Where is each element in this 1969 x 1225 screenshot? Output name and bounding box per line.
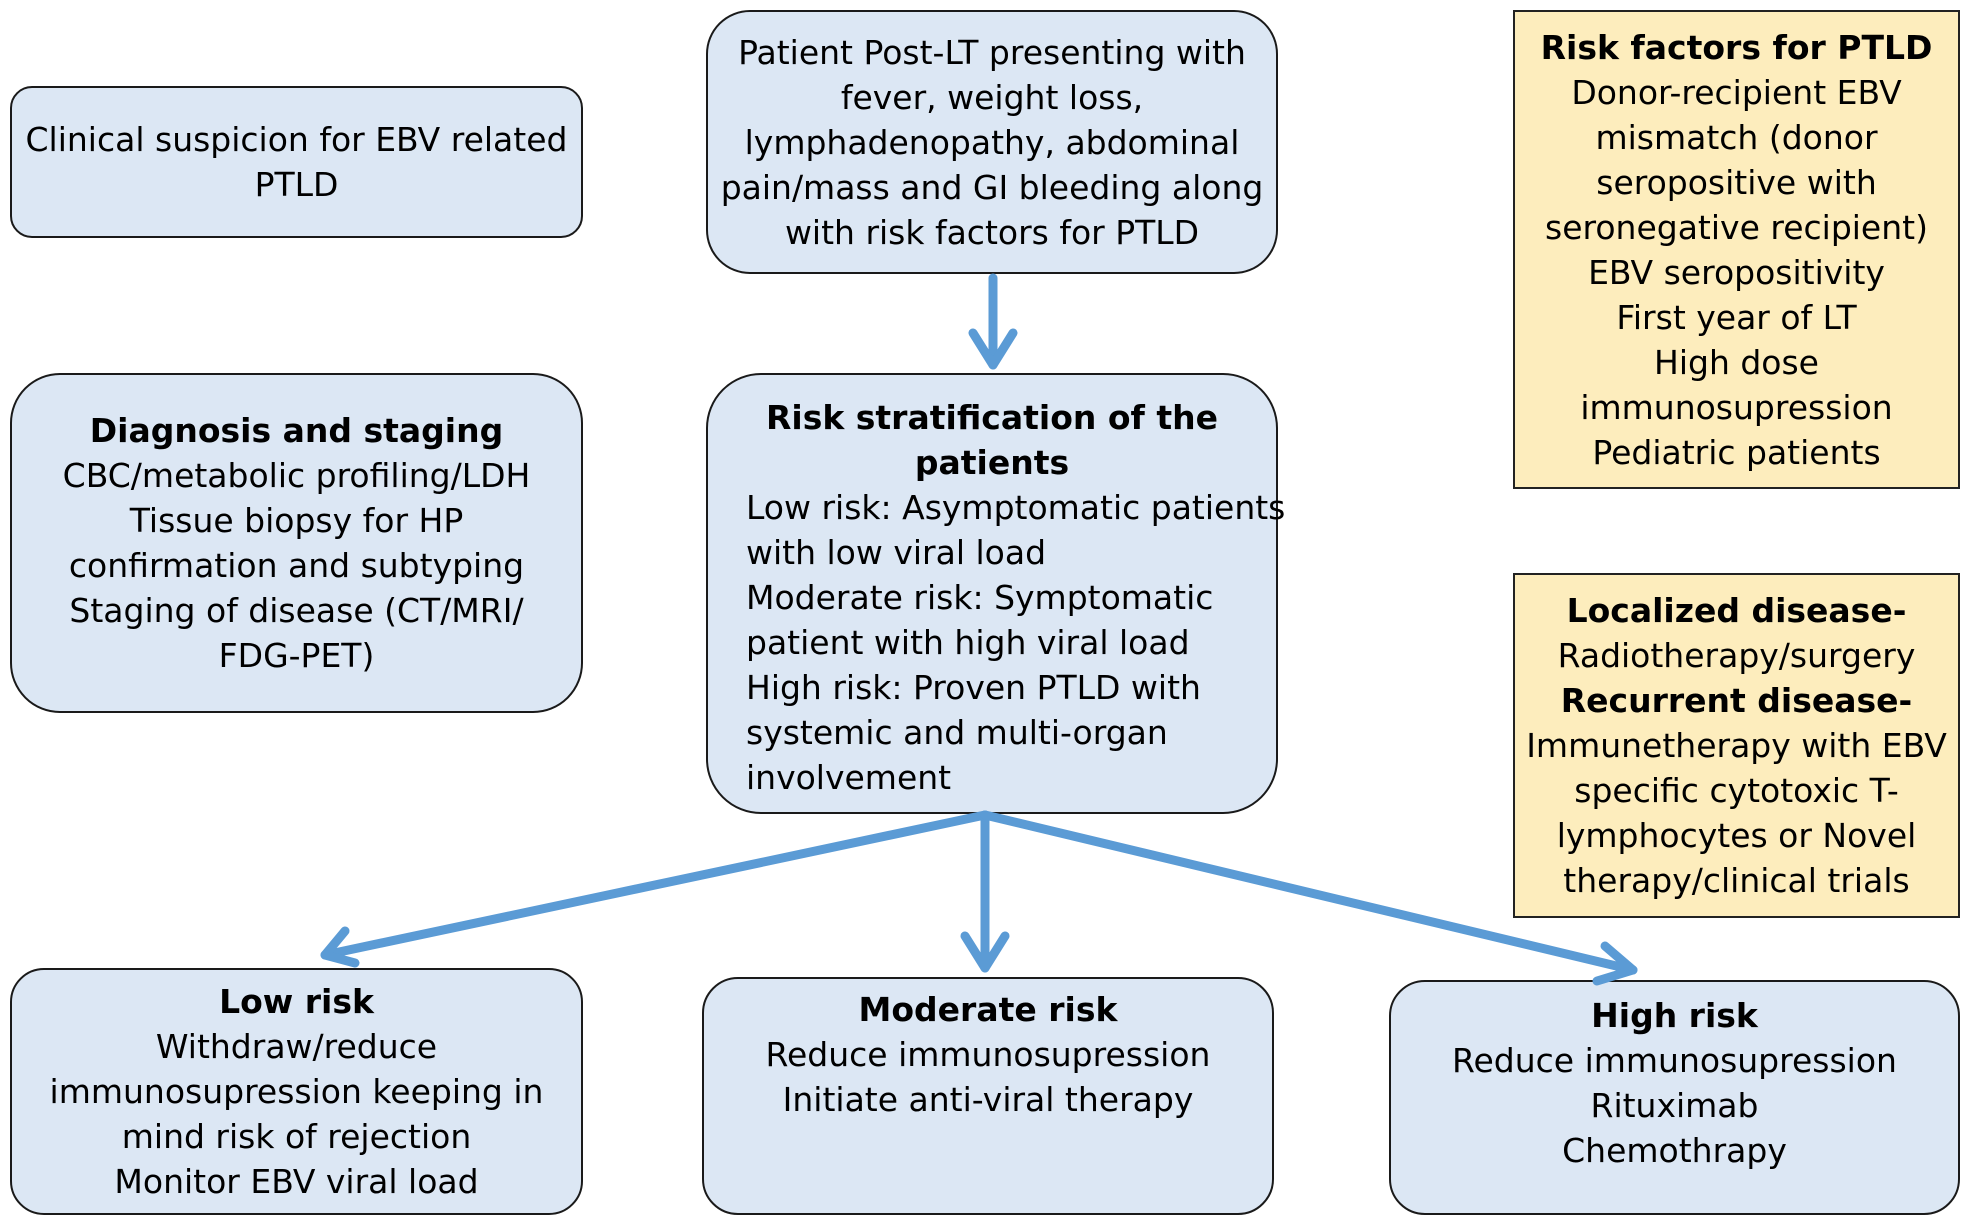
- moderate-risk-line-1: Reduce immunosupression: [765, 1035, 1211, 1074]
- risk-factor-line-8: immunosupression: [1580, 387, 1893, 427]
- diagnosis-line-4: Staging of disease (CT/MRI/: [69, 591, 524, 630]
- stratification-line-3: Moderate risk: Symptomatic: [746, 578, 1214, 617]
- risk-factor-line-3: seropositive with: [1596, 162, 1877, 202]
- high-risk-title: High risk: [1591, 996, 1758, 1035]
- high-risk-line-1: Reduce immunosupression: [1452, 1041, 1897, 1080]
- stratification-line-6: systemic and multi-organ: [746, 713, 1168, 752]
- diagnosis-staging-box: Diagnosis and staging CBC/metabolic prof…: [10, 373, 583, 713]
- risk-factor-line-1: Donor-recipient EBV: [1571, 72, 1902, 112]
- recurrent-disease-title: Recurrent disease-: [1560, 681, 1913, 720]
- localized-disease-title: Localized disease-: [1566, 591, 1907, 630]
- presentation-line-2: fever, weight loss,: [840, 77, 1144, 117]
- stratification-line-7: involvement: [746, 758, 952, 797]
- recurrent-disease-line-2: specific cytotoxic T-: [1574, 771, 1899, 810]
- risk-factor-line-4: seronegative recipient): [1545, 207, 1928, 247]
- high-risk-box: High risk Reduce immunosupression Rituxi…: [1389, 980, 1960, 1215]
- diagnosis-line-1: CBC/metabolic profiling/LDH: [62, 456, 531, 495]
- high-risk-line-3: Chemothrapy: [1562, 1131, 1787, 1170]
- risk-factors-title: Risk factors for PTLD: [1540, 27, 1933, 67]
- moderate-risk-box: Moderate risk Reduce immunosupression In…: [702, 977, 1274, 1215]
- risk-factor-line-5: EBV seropositivity: [1588, 252, 1885, 292]
- moderate-risk-title: Moderate risk: [858, 990, 1118, 1029]
- low-risk-line-1: Withdraw/reduce: [155, 1027, 438, 1066]
- disease-treatment-note: Localized disease- Radiotherapy/surgery …: [1513, 573, 1960, 918]
- risk-factor-line-6: First year of LT: [1616, 297, 1857, 337]
- arrow-to-low-risk: [320, 810, 990, 960]
- arrow-head-low-risk: [320, 926, 360, 968]
- presentation-line-5: with risk factors for PTLD: [784, 212, 1200, 252]
- recurrent-disease-line-3: lymphocytes or Novel: [1556, 816, 1917, 855]
- clinical-suspicion-box: Clinical suspicion for EBV related PTLD: [10, 86, 583, 238]
- risk-factor-line-7: High dose: [1654, 342, 1819, 382]
- arrow-head-high-risk: [1592, 941, 1638, 986]
- diagnosis-line-2: Tissue biopsy for HP: [129, 501, 464, 540]
- risk-factor-line-2: mismatch (donor: [1595, 117, 1878, 157]
- presentation-line-4: pain/mass and GI bleeding along: [720, 167, 1264, 207]
- low-risk-box: Low risk Withdraw/reduce immunosupressio…: [10, 968, 583, 1215]
- diagnosis-line-5: FDG-PET): [218, 636, 375, 675]
- stratification-line-4: patient with high viral load: [746, 623, 1190, 662]
- clinical-suspicion-line-2: PTLD: [254, 165, 339, 204]
- low-risk-line-4: Monitor EBV viral load: [114, 1162, 479, 1201]
- recurrent-disease-line-1: Immunetherapy with EBV: [1526, 726, 1947, 765]
- risk-factor-line-9: Pediatric patients: [1592, 432, 1881, 472]
- risk-factors-note: Risk factors for PTLD Donor-recipient EB…: [1513, 10, 1960, 489]
- arrow-head-moderate-risk: [960, 931, 1010, 973]
- low-risk-title: Low risk: [219, 982, 374, 1021]
- low-risk-line-2: immunosupression keeping in: [49, 1072, 544, 1111]
- diagnosis-line-3: confirmation and subtyping: [68, 546, 525, 585]
- stratification-line-5: High risk: Proven PTLD with: [746, 668, 1201, 707]
- stratification-line-1: Low risk: Asymptomatic patients: [746, 488, 1286, 527]
- high-risk-line-2: Rituximab: [1590, 1086, 1759, 1125]
- diagnosis-title: Diagnosis and staging: [89, 411, 504, 450]
- patient-presentation-box: Patient Post-LT presenting with fever, w…: [706, 10, 1278, 274]
- stratification-title-line-2: patients: [914, 443, 1070, 482]
- clinical-suspicion-line-1: Clinical suspicion for EBV related: [25, 120, 568, 159]
- stratification-line-2: with low viral load: [746, 533, 1047, 572]
- risk-stratification-box: Risk stratification of the patients Low …: [706, 373, 1286, 814]
- localized-disease-line: Radiotherapy/surgery: [1557, 636, 1916, 675]
- moderate-risk-line-2: Initiate anti-viral therapy: [782, 1080, 1194, 1119]
- presentation-line-1: Patient Post-LT presenting with: [738, 32, 1246, 72]
- recurrent-disease-line-4: therapy/clinical trials: [1563, 861, 1910, 900]
- presentation-line-3: lymphadenopathy, abdominal: [744, 122, 1240, 162]
- stratification-title-line-1: Risk stratification of the: [765, 398, 1219, 437]
- low-risk-line-3: mind risk of rejection: [121, 1117, 472, 1156]
- arrow-head-stratification: [968, 328, 1018, 370]
